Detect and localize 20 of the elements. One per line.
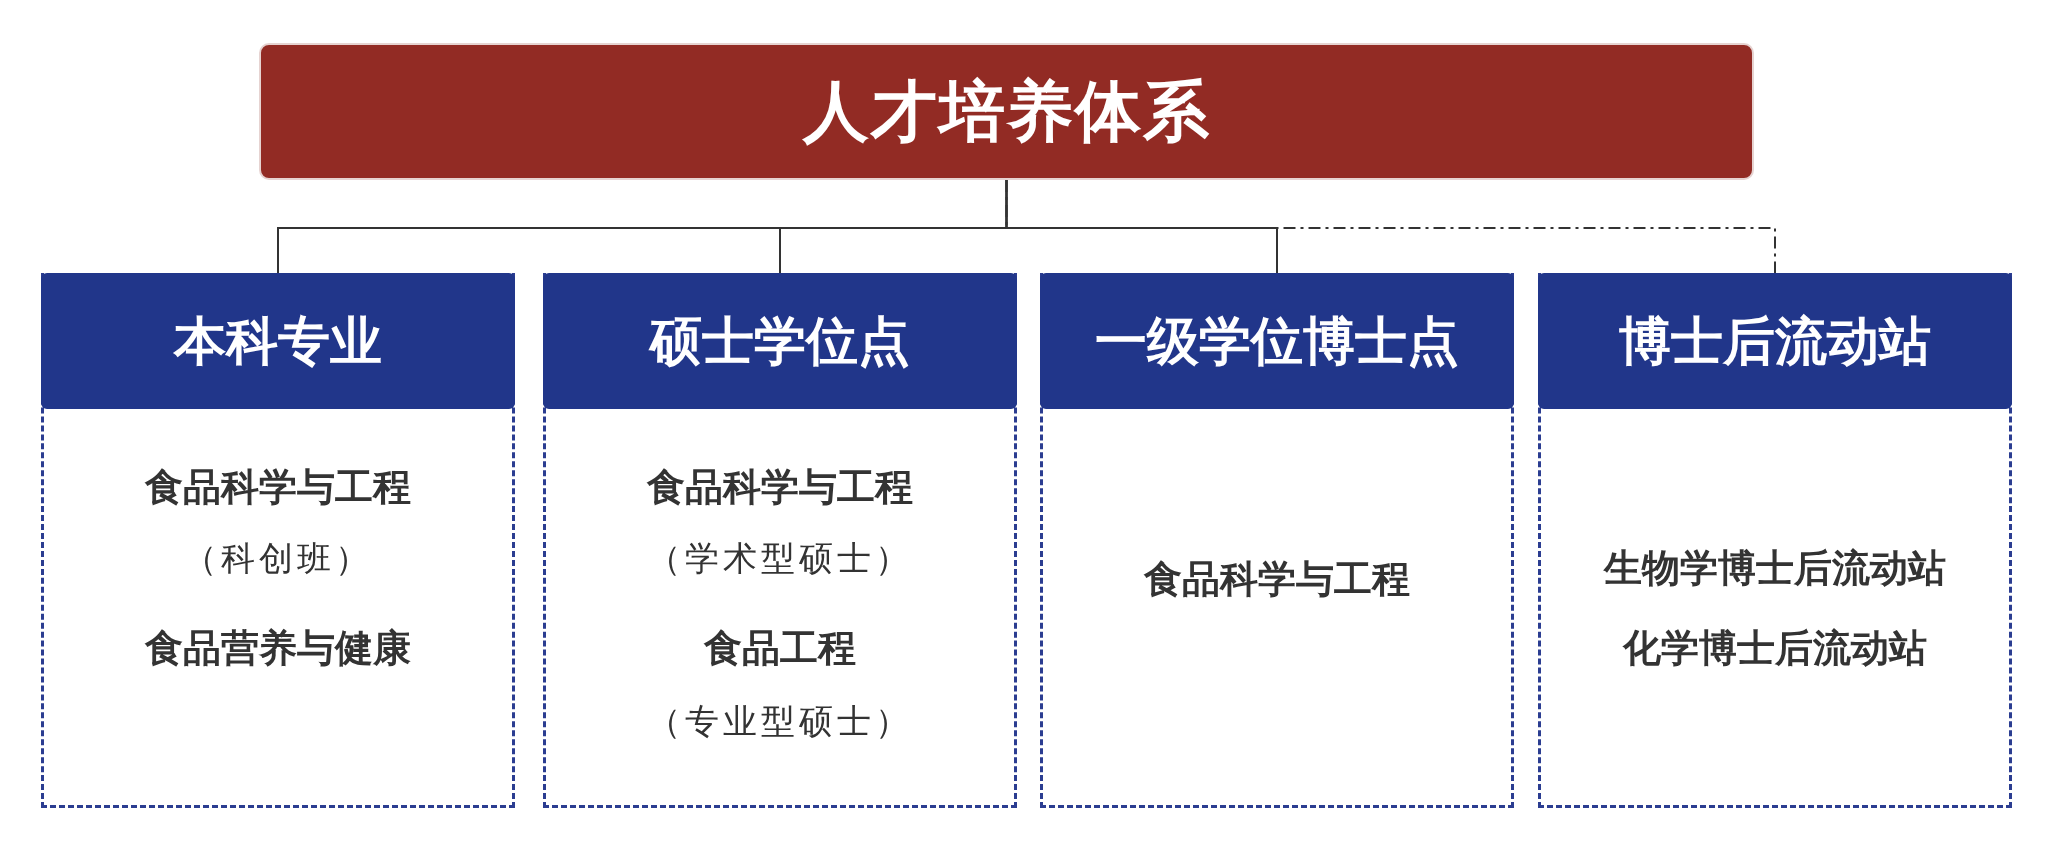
item-text: 食品科学与工程 <box>1143 556 1411 603</box>
header-bar: 硕士学位点 <box>543 273 1017 409</box>
column-box <box>543 273 1017 808</box>
title-box: 人才培养体系 <box>259 43 1754 180</box>
column-box <box>1040 273 1514 808</box>
note-text: （学术型硕士） <box>646 537 914 580</box>
column-box <box>1538 273 2012 808</box>
note-text: （专业型硕士） <box>646 700 914 743</box>
item-text: 化学博士后流动站 <box>1621 625 1928 672</box>
header-bar: 本科专业 <box>41 273 515 409</box>
connector-line <box>1005 179 1278 274</box>
item-text: 食品科学与工程 <box>646 464 914 511</box>
item-text: 食品营养与健康 <box>144 625 412 672</box>
header-bar: 一级学位博士点 <box>1040 273 1514 409</box>
item-text: 生物学博士后流动站 <box>1602 545 1947 592</box>
item-text: 食品科学与工程 <box>144 464 412 511</box>
item-text: 食品工程 <box>703 625 857 672</box>
note-text: （科创班） <box>182 537 374 580</box>
header-bar: 博士后流动站 <box>1538 273 2012 409</box>
column-box <box>41 273 515 808</box>
